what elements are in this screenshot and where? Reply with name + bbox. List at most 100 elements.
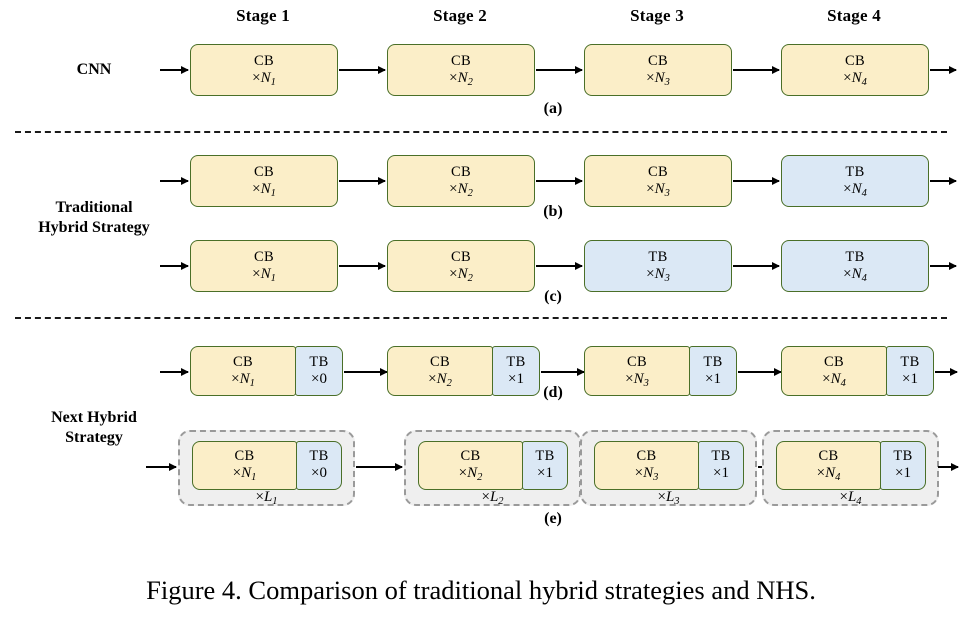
block-d-stage1-tb-name: TB xyxy=(309,353,329,370)
block-c-stage2-count: ×N2 xyxy=(449,265,473,284)
group-label-traditional-line1: Traditional xyxy=(55,199,133,216)
arrow-c-in xyxy=(160,265,188,268)
arrow-b-2 xyxy=(536,180,582,183)
arrow-b-1 xyxy=(339,180,385,183)
block-d-stage4-cb-name: CB xyxy=(824,353,844,370)
sub-label-e: (e) xyxy=(544,510,562,527)
block-c-stage3-count: ×N3 xyxy=(646,265,670,284)
block-a-stage2: CB ×N2 xyxy=(387,44,535,96)
block-c-stage4-name: TB xyxy=(845,248,865,265)
block-e-stage4-cb-name: CB xyxy=(818,448,839,465)
block-e-stage2-tb-name: TB xyxy=(535,448,555,465)
block-e-stage2-cb-name: CB xyxy=(460,448,481,465)
block-c-stage1: CB ×N1 xyxy=(190,240,338,292)
divider-top xyxy=(15,131,947,133)
block-d-stage4-tb: TB ×1 xyxy=(886,346,934,396)
arrow-e-out xyxy=(938,466,958,469)
block-a-stage3-count: ×N3 xyxy=(646,69,670,88)
arrow-c-1 xyxy=(339,265,385,268)
block-b-stage4-count: ×N4 xyxy=(843,180,867,199)
block-d-stage3-cb-count: ×N3 xyxy=(625,370,649,389)
block-c-stage4: TB ×N4 xyxy=(781,240,929,292)
divider-bottom xyxy=(15,317,947,319)
arrow-a-in xyxy=(160,69,188,72)
group-label-traditional-line2: Hybrid Strategy xyxy=(38,219,150,236)
block-e-stage2-tb-count: ×1 xyxy=(537,465,553,482)
group-label-cnn: CNN xyxy=(76,61,112,78)
block-c-stage3: TB ×N3 xyxy=(584,240,732,292)
arrow-c-3 xyxy=(733,265,779,268)
block-b-stage1-count: ×N1 xyxy=(252,180,276,199)
sub-label-b: (b) xyxy=(543,203,563,220)
arrow-c-out xyxy=(930,265,956,268)
stage-header-1: Stage 1 xyxy=(236,6,290,25)
arrow-b-out xyxy=(930,180,956,183)
block-b-stage2: CB ×N2 xyxy=(387,155,535,207)
block-d-stage1-cb-name: CB xyxy=(233,353,253,370)
arrow-a-1 xyxy=(339,69,385,72)
block-e-stage1-tb: TB ×0 xyxy=(296,441,342,490)
group-count-e-stage2: ×L2 xyxy=(481,489,504,507)
block-d-stage4-tb-name: TB xyxy=(900,353,920,370)
group-count-e-stage1: ×L1 xyxy=(255,489,278,507)
block-d-stage1-tb: TB ×0 xyxy=(295,346,343,396)
group-count-e-stage4: ×L4 xyxy=(839,489,862,507)
block-d-stage1-cb: CB ×N1 xyxy=(190,346,296,396)
block-e-stage4-tb-name: TB xyxy=(893,448,913,465)
block-d-stage3-tb-count: ×1 xyxy=(705,370,721,387)
block-a-stage3: CB ×N3 xyxy=(584,44,732,96)
sub-label-c: (c) xyxy=(544,288,562,305)
arrow-d-in xyxy=(160,371,188,374)
block-a-stage1-count: ×N1 xyxy=(252,69,276,88)
arrow-d-3 xyxy=(738,371,781,374)
block-e-stage3-tb: TB ×1 xyxy=(698,441,744,490)
block-d-stage3-tb-name: TB xyxy=(703,353,723,370)
arrow-a-3 xyxy=(733,69,779,72)
block-c-stage4-count: ×N4 xyxy=(843,265,867,284)
block-d-stage3-cb: CB ×N3 xyxy=(584,346,690,396)
block-e-stage1-tb-count: ×0 xyxy=(311,465,327,482)
arrow-e-1 xyxy=(356,466,402,469)
block-b-stage2-count: ×N2 xyxy=(449,180,473,199)
block-e-stage1-tb-name: TB xyxy=(309,448,329,465)
arrow-b-in xyxy=(160,180,188,183)
block-d-stage4-tb-count: ×1 xyxy=(902,370,918,387)
block-b-stage3-count: ×N3 xyxy=(646,180,670,199)
block-c-stage1-name: CB xyxy=(254,248,274,265)
group-label-traditional: Traditional Hybrid Strategy xyxy=(6,198,182,238)
block-e-stage1-cb: CB ×N1 xyxy=(192,441,297,490)
block-b-stage1: CB ×N1 xyxy=(190,155,338,207)
block-a-stage4-count: ×N4 xyxy=(843,69,867,88)
block-e-stage3-cb-name: CB xyxy=(636,448,657,465)
block-d-stage2-cb: CB ×N2 xyxy=(387,346,493,396)
block-b-stage4: TB ×N4 xyxy=(781,155,929,207)
block-e-stage2-tb: TB ×1 xyxy=(522,441,568,490)
block-e-stage1-cb-name: CB xyxy=(234,448,255,465)
block-b-stage2-name: CB xyxy=(451,163,471,180)
block-a-stage2-count: ×N2 xyxy=(449,69,473,88)
block-d-stage2-tb-count: ×1 xyxy=(508,370,524,387)
group-label-next-line2: Strategy xyxy=(65,429,123,446)
block-e-stage4-cb-count: ×N4 xyxy=(816,465,841,484)
sub-label-d: (d) xyxy=(543,384,563,401)
stage-header-2: Stage 2 xyxy=(433,6,487,25)
block-b-stage4-name: TB xyxy=(845,163,865,180)
block-e-stage4-cb: CB ×N4 xyxy=(776,441,881,490)
block-a-stage2-name: CB xyxy=(451,52,471,69)
block-a-stage4: CB ×N4 xyxy=(781,44,929,96)
group-label-next-line1: Next Hybrid xyxy=(51,409,137,426)
block-c-stage2-name: CB xyxy=(451,248,471,265)
stage-header-3: Stage 3 xyxy=(630,6,684,25)
block-c-stage3-name: TB xyxy=(648,248,668,265)
block-d-stage2-tb-name: TB xyxy=(506,353,526,370)
arrow-d-1 xyxy=(344,371,387,374)
block-d-stage4-cb: CB ×N4 xyxy=(781,346,887,396)
block-e-stage3-cb: CB ×N3 xyxy=(594,441,699,490)
arrow-d-out xyxy=(935,371,957,374)
block-e-stage1-cb-count: ×N1 xyxy=(232,465,257,484)
group-label-next: Next Hybrid Strategy xyxy=(6,408,182,448)
figure-caption: Figure 4. Comparison of traditional hybr… xyxy=(146,575,816,605)
stage-header-4: Stage 4 xyxy=(827,6,881,25)
block-e-stage3-cb-count: ×N3 xyxy=(634,465,659,484)
